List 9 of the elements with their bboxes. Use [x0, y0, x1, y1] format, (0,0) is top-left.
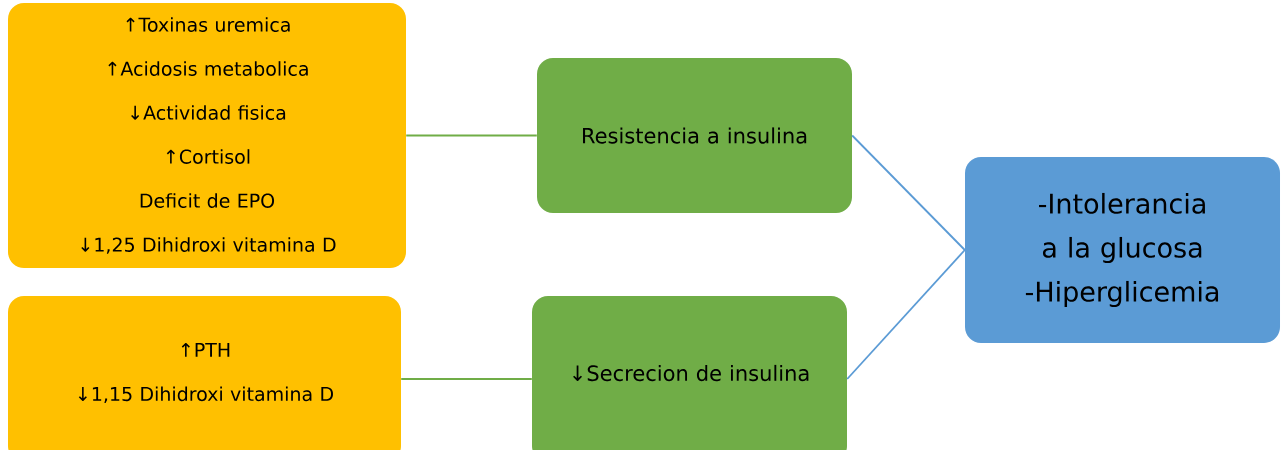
connector-line [851, 134, 966, 251]
connector-line [405, 134, 538, 137]
effect-box: Resistencia a insulina [537, 58, 852, 213]
connector-line [400, 378, 533, 380]
effect-box: ↓Secrecion de insulina [532, 296, 847, 450]
connector-line [846, 249, 966, 380]
cause-box: ↑Toxinas uremica ↑Acidosis metabolica ↓Actividad fisica ↑Cortisol Deficit de EPO ↓1,25 Dihidroxi vitamina D [8, 3, 406, 268]
cause-box: ↑PTH ↓1,15 Dihidroxi vitamina D [8, 296, 401, 450]
outcome-box: -Intolerancia a la glucosa -Hiperglicemia [965, 157, 1280, 343]
